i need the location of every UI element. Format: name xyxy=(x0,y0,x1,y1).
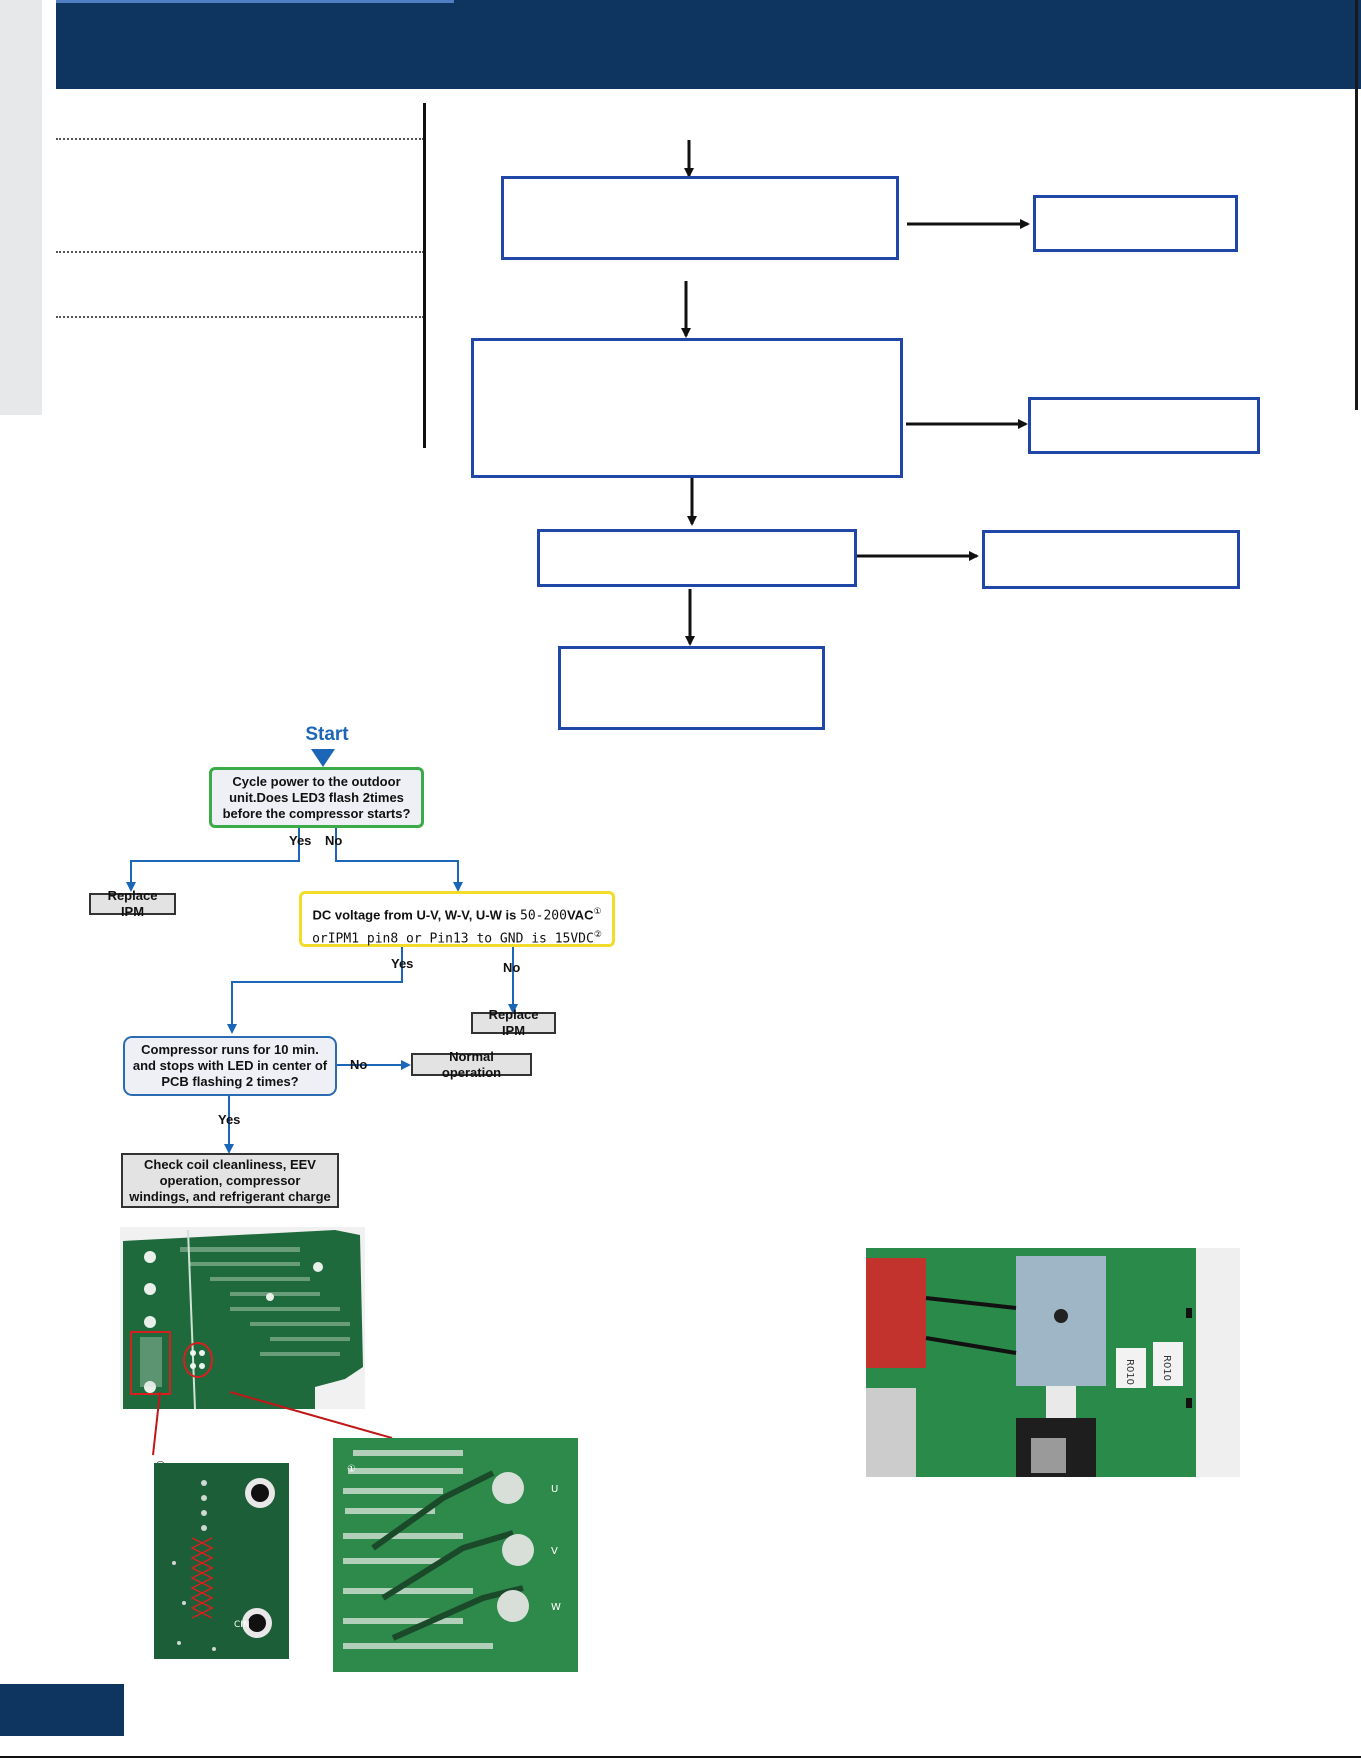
step-power-cycle: Cycle power to the outdoor unit.Does LED… xyxy=(209,767,424,828)
ipm-module-photo: R010 R010 xyxy=(866,1248,1240,1477)
step-compressor-runs: Compressor runs for 10 min. and stops wi… xyxy=(123,1036,337,1096)
pcb-photo-image xyxy=(120,1227,365,1409)
blank-flow-box xyxy=(501,176,899,260)
flowchart-connectors xyxy=(126,828,518,1154)
yes-label: Yes xyxy=(391,956,414,971)
dc-voltage-text: DC voltage from U-V, W-V, U-W is xyxy=(312,907,517,923)
terminal-v-label: V xyxy=(551,1546,558,1557)
no-label: No xyxy=(350,1057,368,1072)
pcb-zoom-left-image: CIN xyxy=(154,1463,289,1659)
no-label: No xyxy=(503,960,521,975)
footnote-marker-2: ② xyxy=(593,929,602,940)
header-accent-line xyxy=(56,0,454,3)
header-band xyxy=(56,0,1361,89)
blank-flow-box xyxy=(1028,397,1260,454)
zoom-left-label: CIN xyxy=(234,1620,250,1630)
replace-ipm-box: Replace IPM xyxy=(89,888,176,919)
pcb-zoom-right-image: U V W ① xyxy=(333,1438,578,1672)
dotted-divider xyxy=(56,251,424,253)
start-arrow-icon xyxy=(311,749,335,767)
terminal-u-label: U xyxy=(551,1484,558,1495)
blank-flow-box xyxy=(1033,195,1238,252)
resistor-label: R010 xyxy=(1124,1359,1135,1385)
blank-flowchart-connectors xyxy=(681,140,1030,646)
replace-ipm-box: Replace IPM xyxy=(471,1007,556,1038)
blank-flow-box xyxy=(471,338,903,478)
dotted-divider xyxy=(56,316,424,318)
blank-flow-box xyxy=(558,646,825,730)
blank-flow-box xyxy=(537,529,857,587)
pcb-zoom-right: U V W ① xyxy=(333,1438,578,1672)
dotted-divider xyxy=(56,138,424,140)
dc-voltage-unit: VAC xyxy=(566,907,594,923)
ipm-module-photo-image: R010 R010 xyxy=(866,1248,1240,1477)
dc-voltage-value: 50-200 xyxy=(520,908,567,924)
zoom-callout-lines xyxy=(152,1391,393,1456)
terminal-w-label: W xyxy=(551,1602,561,1613)
footnote-marker-1: ① xyxy=(593,906,602,916)
pcb-zoom-left: CIN xyxy=(154,1463,289,1659)
check-coil-box: Check coil cleanliness, EEV operation, c… xyxy=(121,1153,339,1208)
ipm-pin-text: orIPM1 pin8 or Pin13 to GND is 15VDC xyxy=(312,931,594,947)
yes-label: Yes xyxy=(289,833,312,848)
blank-flow-box xyxy=(982,530,1240,589)
vertical-rule xyxy=(423,103,426,448)
side-strip xyxy=(0,0,42,415)
pcb-photo xyxy=(120,1227,365,1409)
normal-operation-box: Normal operation xyxy=(411,1049,532,1080)
zoom-right-marker: ① xyxy=(347,1464,356,1475)
yes-label: Yes xyxy=(218,1112,241,1127)
no-label: No xyxy=(325,833,343,848)
footer-line xyxy=(0,1756,1361,1758)
resistor-label: R010 xyxy=(1161,1355,1172,1381)
start-label: Start xyxy=(305,724,349,745)
step-dc-voltage: DC voltage from U-V, W-V, U-W is 50-200V… xyxy=(299,891,615,947)
footer-tab xyxy=(0,1684,124,1736)
right-edge-rule xyxy=(1355,0,1358,410)
